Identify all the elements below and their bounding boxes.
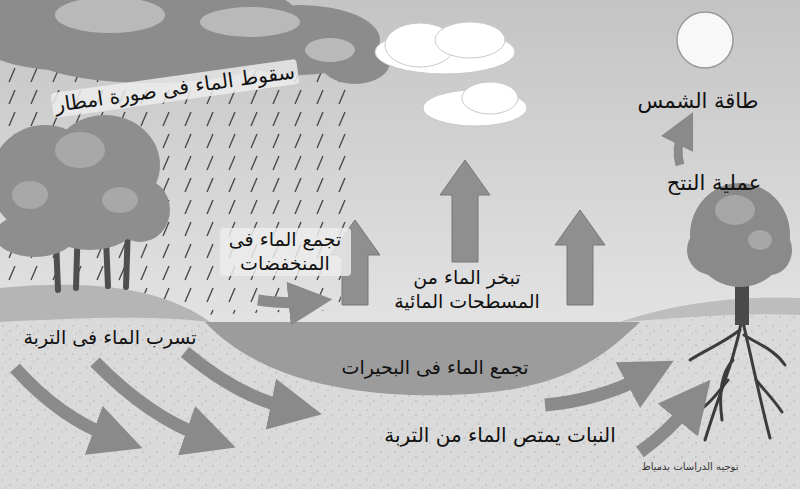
watermark: توجيه الدراسات بدمياط — [641, 461, 738, 474]
transpiration-label: عملية النتح — [667, 170, 761, 196]
evaporation-label: تبخر الماء من المسطحات المائية — [380, 266, 555, 314]
lake-label: تجمع الماء فى البحيرات — [342, 356, 529, 380]
runoff-label: تجمع الماء فى المنخفضات — [220, 228, 351, 276]
absorption-label: النبات يمتص الماء من التربة — [384, 423, 615, 448]
infiltration-label: تسرب الماء فى التربة — [23, 326, 196, 350]
sun-label: طاقة الشمس — [638, 88, 759, 114]
